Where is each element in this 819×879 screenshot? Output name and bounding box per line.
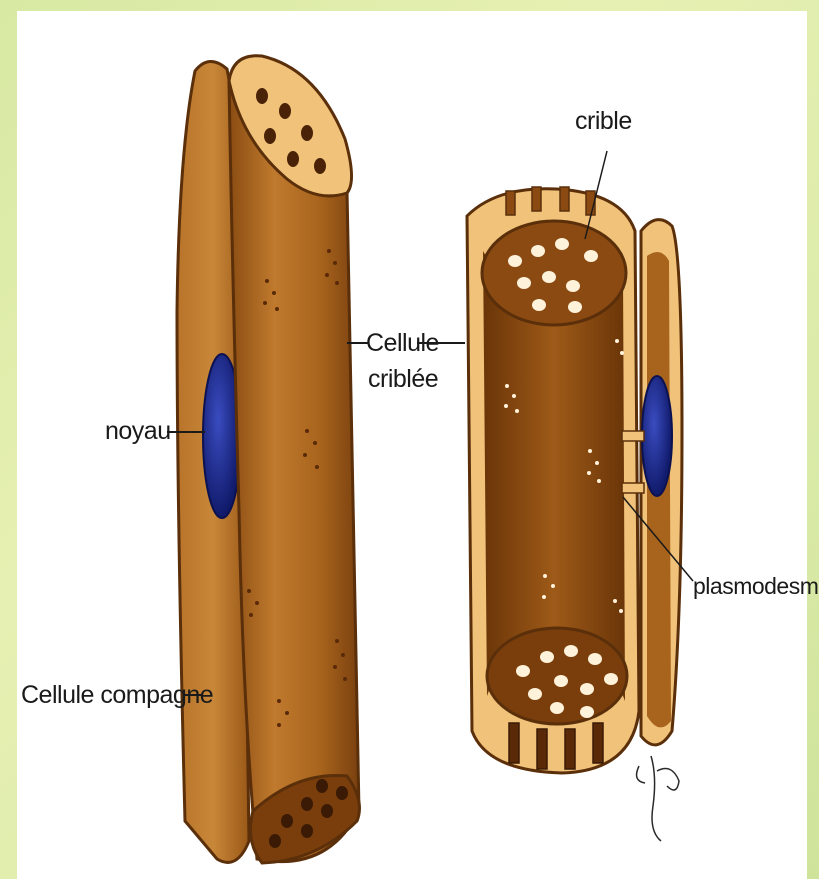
label-cellule-criblee-line2: criblée <box>368 367 438 392</box>
label-cellule-criblee-line1: Cellule <box>366 331 439 356</box>
right-nucleus <box>642 376 672 496</box>
diagram-frame: crible Cellule criblée noyau plasmodesme… <box>17 11 807 879</box>
phloem-diagram <box>17 11 807 879</box>
label-cellule-compagne: Cellule compagne <box>21 683 213 708</box>
label-noyau: noyau <box>105 419 171 444</box>
left-sieve-tube <box>229 81 359 862</box>
label-plasmodesme: plasmodesme <box>693 575 819 598</box>
artist-signature-mark <box>637 756 679 841</box>
label-crible: crible <box>575 109 632 134</box>
